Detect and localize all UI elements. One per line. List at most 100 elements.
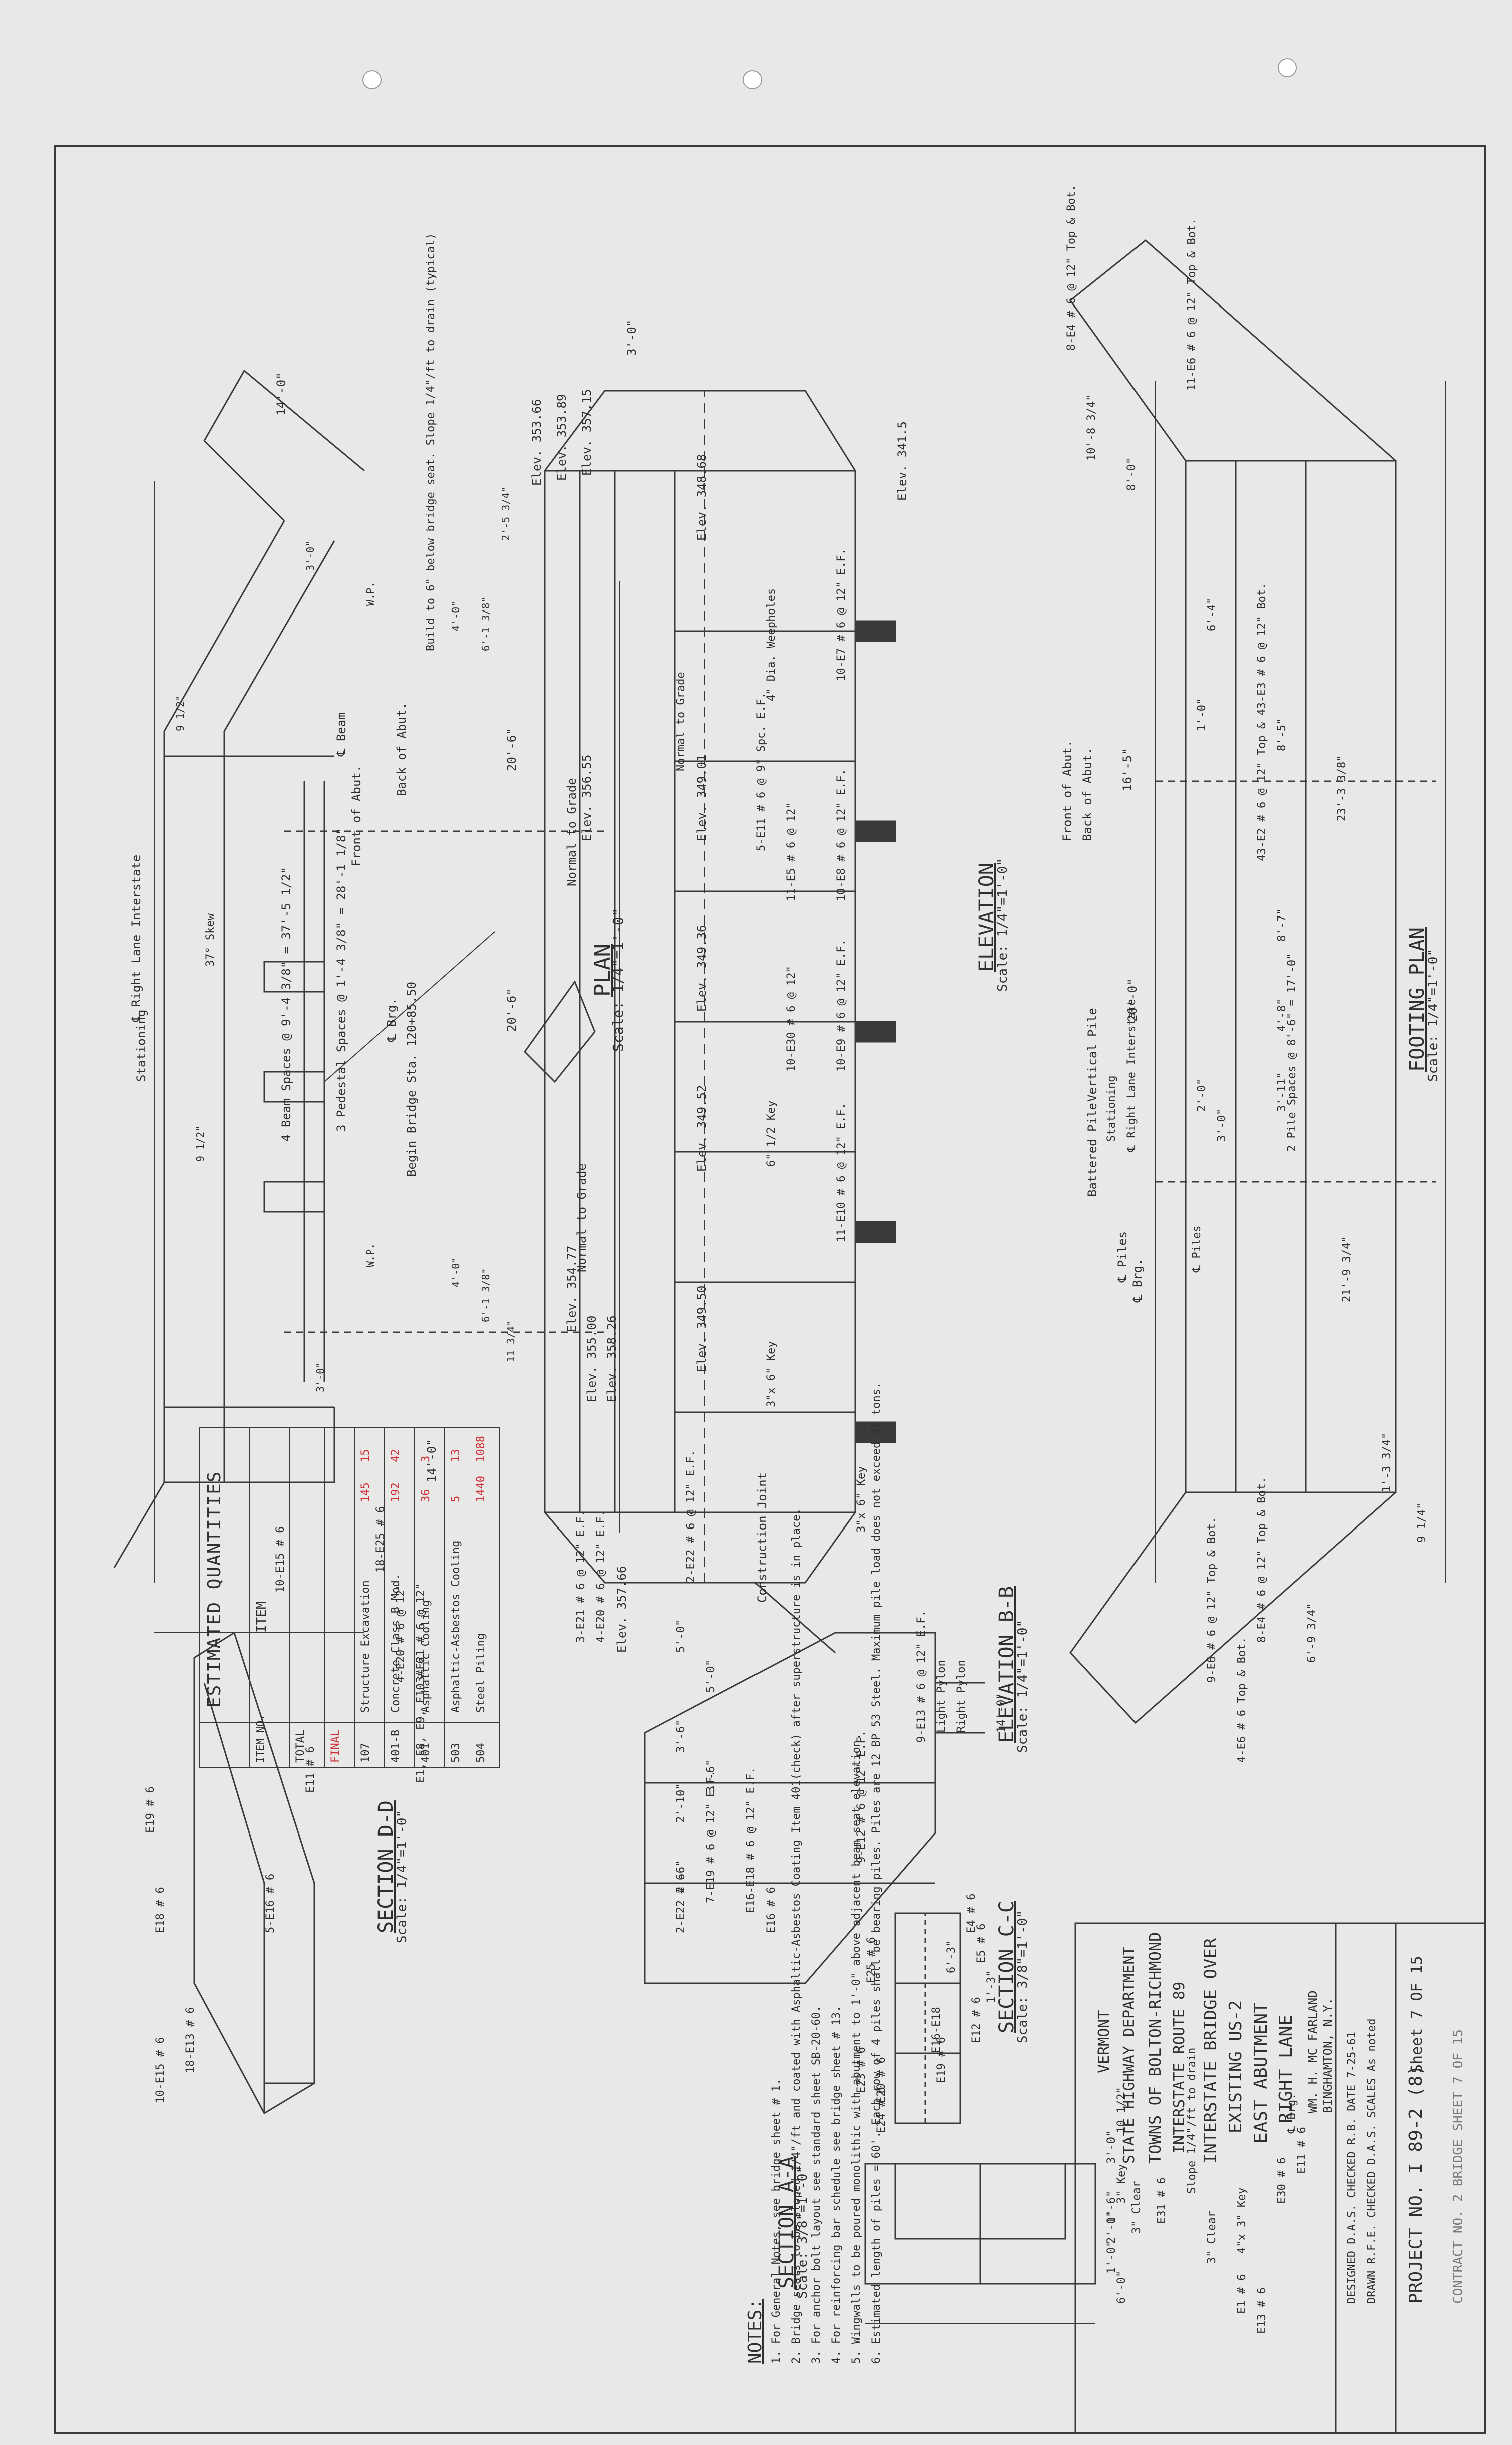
plan-dim-9: 3'-0" [304, 540, 316, 571]
footing-dim-3: 8'-5" [1276, 718, 1288, 751]
quantities-row-3-item: Asphaltic-Asbestos Cooling [450, 1540, 462, 1713]
plan-label-wp-2: W.P. [364, 1243, 376, 1267]
section-dd-label-1: 4-E20 # 6 @ 12" E.F. [595, 1510, 607, 1643]
plan-dim-4: 2'-5 3/4" [500, 486, 512, 541]
elevation-elev-1: Elev. 348.68 [695, 454, 709, 541]
notes-item-4: 4. For reinforcing bar schedule see brid… [830, 2005, 843, 2364]
quantities-row-0-final: 15 [359, 1449, 372, 1463]
punch-hole [1278, 58, 1297, 77]
quantities-row-2-total: 36 [420, 1489, 432, 1503]
quantities-row-2-item: Asphaltic Cooling [420, 1600, 432, 1713]
plan-label-front-abut: Front of Abut. [349, 765, 363, 866]
quantities-row-1-total: 192 [390, 1482, 402, 1502]
section-aa-label-13: 1'-0" [1105, 2240, 1118, 2274]
footing-label-5: 4-E6 # 6 Top & Bot. [1236, 1637, 1248, 1763]
footing-dim-13: 2'-0" [1196, 1078, 1208, 1112]
quantities-row-1-no: 401-B [390, 1729, 402, 1763]
footing-dim-10: 1'-3 3/4" [1381, 1432, 1393, 1492]
quantities-row-3-total: 5 [450, 1495, 462, 1502]
plan-dim-11: 9 1/2" [174, 695, 186, 731]
section-dd-label-10: 10-E15 # 6 [274, 1526, 287, 1593]
plan-elev-8: Elev. 357.66 [615, 1566, 629, 1653]
quantities-row-2-no: 401 [420, 1743, 432, 1763]
section-dd-label-9: 18-E13 # 6 [184, 2007, 197, 2073]
plan-dim-8: 4'-0" [450, 1257, 462, 1287]
title-contract: CONTRACT NO. 2 BRIDGE SHEET 7 OF 15 [1451, 2029, 1466, 2304]
footing-dim-4: 8'-7" [1276, 908, 1288, 942]
quantities-row-2-final: 3 [420, 1455, 432, 1462]
elevation-dim-16: 16'-5" [1120, 748, 1135, 791]
footing-dim-1: 8'-0" [1125, 457, 1138, 491]
plan-dim-0: 14'-0" [274, 372, 288, 416]
elevation-elev-2: Elev. 349.01 [695, 754, 709, 841]
elevation-label-key-2: 3"x 6" Key [765, 1341, 778, 1407]
section-dd-label-12: 5-E16 # 6 [264, 1873, 277, 1933]
footing-label-7: ℄ Piles [1191, 1225, 1203, 1272]
footing-dim-2: 6'-4" [1206, 597, 1218, 631]
notes-item-6: 6. Estimated length of piles = 60'. Each… [870, 1382, 883, 2364]
plan-dim-7: 4'-0" [450, 600, 462, 631]
elevation-elev-4: Elev. 349.52 [695, 1085, 709, 1172]
elevation-bb-label-12: 2'-10" [675, 1783, 687, 1823]
footing-label-2: 8-E4 # 6 @ 12" Top & Bot. [1065, 184, 1078, 351]
quantities-row-0-no: 107 [359, 1743, 372, 1763]
footing-label-3: 8-E4 # 6 @ 12" Top & Bot. [1256, 1476, 1268, 1643]
plan-label-pedestal: 3 Pedestal Spaces @ 1'-4 3/8" = 28'-1 1/… [334, 828, 348, 1132]
elevation-elev-3: Elev. 349.36 [695, 925, 709, 1012]
plan-label-wp-1: W.P. [364, 581, 376, 606]
plan-label-beam: ℄ Beam [334, 712, 348, 756]
quantities-header-item: ITEM [254, 1601, 269, 1633]
plan-label-right-lane: ℄ Right Lane Interstate [129, 854, 143, 1022]
section-cc-label-10: 6'-3" [945, 1940, 958, 1973]
footing-dim-5: 4'-8" [1276, 998, 1288, 1032]
quantities-row-4-item: Steel Piling [475, 1633, 487, 1713]
section-cc-label-9: 1'-3" [985, 1970, 998, 2003]
plan-drawing [113, 369, 620, 1583]
footing-dim-6: 3'-11" [1276, 1072, 1288, 1112]
elevation-label-front-abut: Front of Abut. [1060, 740, 1074, 841]
plan-dim-6: 6'-1 3/8" [480, 1268, 492, 1322]
elevation-label-e8: 10-E8 # 6 @ 12" E.F. [835, 769, 848, 901]
title-route: INTERSTATE ROUTE 89 [1171, 1981, 1188, 2154]
title-designed: DESIGNED D.A.S. CHECKED R.B. DATE 7-25-6… [1346, 2031, 1358, 2304]
section-aa-label-3: E30 # 6 [1276, 2157, 1288, 2204]
notes-title: NOTES: [745, 2298, 766, 2364]
title-dept: STATE HIGHWAY DEPARTMENT [1120, 1946, 1138, 2164]
quantities-row-4-no: 504 [475, 1743, 487, 1763]
quantities-row-3-no: 503 [450, 1743, 462, 1763]
footing-label-1: 11-E6 # 6 @ 12" Top & Bot. [1186, 218, 1198, 391]
elevation-scale: Scale: 1/4"=1'-0" [995, 858, 1010, 992]
footing-dim-12: 1'-0" [1196, 698, 1208, 731]
footing-dim-9: 6'-9 3/4" [1306, 1603, 1318, 1663]
plan-label-back-abut: Back of Abut. [395, 702, 409, 796]
plan-dim-13: 11 3/4" [505, 1320, 517, 1362]
quantities-row-0-total: 145 [359, 1482, 372, 1502]
elevation-label-key-3: 3"x 6" Key [855, 1466, 868, 1533]
section-dd-label-8: 18-E25 # 6 [374, 1506, 387, 1573]
elevation-bb-label-10: 5'-0" [675, 1619, 687, 1653]
title-engineer-city: BINGHAMTON, N.Y. [1321, 1997, 1335, 2113]
plan-label-beam-spaces: 4 Beam Spaces @ 9'-4 3/8" = 37'-5 1/2" [279, 866, 293, 1142]
section-cc-scale: Scale: 3/8"=1'-0" [1015, 1910, 1030, 2043]
elevation-label-construction-joint: Construction Joint [755, 1472, 769, 1603]
footing-label-9: Stationing [1105, 1075, 1118, 1142]
footing-plan-scale: Scale: 1/4"=1'-0" [1426, 948, 1441, 1082]
quantities-header-no: ITEM NO. [254, 1714, 266, 1763]
footing-label-8: ℄ Right Lane Interstate [1125, 999, 1138, 1152]
elevation-label-piles: ℄ Piles [1115, 1231, 1129, 1282]
elevation-label-e10: 11-E10 # 6 @ 12" E.F. [835, 1102, 848, 1242]
elevation-label-e7: 10-E7 # 6 @ 12" E.F. [835, 548, 848, 681]
notes-item-1: 1. For General Notes, see bridge sheet #… [770, 2078, 783, 2364]
elevation-bb-label-7: E16-E18 # 6 @ 12" E.F. [745, 1767, 758, 1913]
quantities-row-0-item: Structure Excavation [359, 1580, 372, 1713]
section-dd-label-7: E19 # 6 [144, 1786, 157, 1833]
plan-dim-10: 3'-0" [314, 1362, 326, 1392]
elevation-elev-0: Elev. 341.5 [895, 421, 909, 501]
notes-item-3: 3. For anchor bolt layout see standard s… [810, 2005, 823, 2364]
elevation-label-normal: Normal to Grade [675, 672, 687, 771]
title-bridge: INTERSTATE BRIDGE OVER [1201, 1938, 1221, 2164]
plan-scale: Scale: 1/4"=1'-0" [610, 908, 626, 1052]
rotated-drawing: PLAN Scale: 1/4"=1'-0" Elev. 357.15 Elev… [54, 145, 1486, 2434]
section-cc-label-1: E5 # 6 [975, 1923, 988, 1963]
quantities-header-final: FINAL [329, 1729, 342, 1763]
